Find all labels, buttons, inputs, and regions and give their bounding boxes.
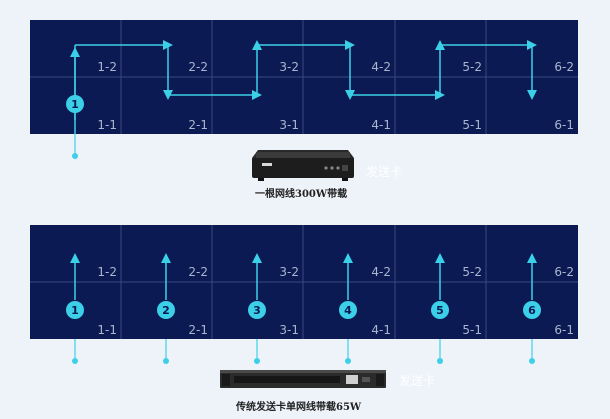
port-badges-bottom: 1 2 3 4 5 6 bbox=[66, 301, 541, 319]
cell-label: 5-2 bbox=[462, 60, 482, 74]
port-badge-number: 1 bbox=[71, 98, 79, 111]
cell-label: 1-1 bbox=[97, 323, 117, 337]
port-badge-number: 4 bbox=[344, 304, 352, 317]
cable-connector bbox=[72, 134, 78, 159]
led-panel-top bbox=[30, 20, 578, 134]
cell-label: 1-2 bbox=[97, 265, 117, 279]
cell-label: 3-1 bbox=[279, 118, 299, 132]
sender-card-label-top: 发送卡 bbox=[366, 165, 403, 179]
cell-label: 6-2 bbox=[554, 60, 574, 74]
port-badge-number: 5 bbox=[436, 304, 444, 317]
cell-label: 3-1 bbox=[279, 323, 299, 337]
cell-label: 5-1 bbox=[462, 118, 482, 132]
port-badge: 2 bbox=[157, 301, 175, 319]
caption-top: 一根网线300W带载 bbox=[255, 189, 348, 200]
cell-label: 6-2 bbox=[554, 265, 574, 279]
cell-label: 2-2 bbox=[188, 265, 208, 279]
cell-label: 1-1 bbox=[97, 118, 117, 132]
cell-label: 4-2 bbox=[371, 265, 391, 279]
port-badge: 1 bbox=[66, 301, 84, 319]
cell-label: 5-1 bbox=[462, 323, 482, 337]
cell-labels-top: 1-2 2-2 3-2 4-2 5-2 6-2 1-1 2-1 3-1 4-1 … bbox=[97, 60, 574, 132]
cell-label: 4-1 bbox=[371, 323, 391, 337]
rack-sender-icon bbox=[220, 370, 386, 388]
sender-box-icon bbox=[252, 150, 354, 181]
cell-label: 6-1 bbox=[554, 118, 574, 132]
cell-label: 3-2 bbox=[279, 60, 299, 74]
cell-label: 2-2 bbox=[188, 60, 208, 74]
port-badge-number: 3 bbox=[253, 304, 261, 317]
port-badge: 5 bbox=[431, 301, 449, 319]
cell-labels-bottom: 1-2 2-2 3-2 4-2 5-2 6-2 1-1 2-1 3-1 4-1 … bbox=[97, 265, 574, 337]
port-badge: 1 bbox=[66, 95, 84, 113]
led-panel-bottom bbox=[30, 225, 578, 339]
port-badge-number: 1 bbox=[71, 304, 79, 317]
cell-label: 1-2 bbox=[97, 60, 117, 74]
cell-label: 4-1 bbox=[371, 118, 391, 132]
port-badge: 4 bbox=[339, 301, 357, 319]
parallel-routes bbox=[70, 253, 537, 300]
caption-bottom: 传统发送卡单网线带载65W bbox=[236, 402, 362, 413]
port-badge: 3 bbox=[248, 301, 266, 319]
cell-label: 4-2 bbox=[371, 60, 391, 74]
cable-connectors-bottom bbox=[72, 339, 535, 364]
cell-label: 3-2 bbox=[279, 265, 299, 279]
port-badge: 6 bbox=[523, 301, 541, 319]
cell-label: 5-2 bbox=[462, 265, 482, 279]
port-badge-number: 2 bbox=[162, 304, 170, 317]
cell-label: 6-1 bbox=[554, 323, 574, 337]
cell-label: 2-1 bbox=[188, 118, 208, 132]
cell-label: 2-1 bbox=[188, 323, 208, 337]
port-badge-number: 6 bbox=[528, 304, 536, 317]
sender-card-label-bottom: 发送卡 bbox=[399, 374, 436, 388]
